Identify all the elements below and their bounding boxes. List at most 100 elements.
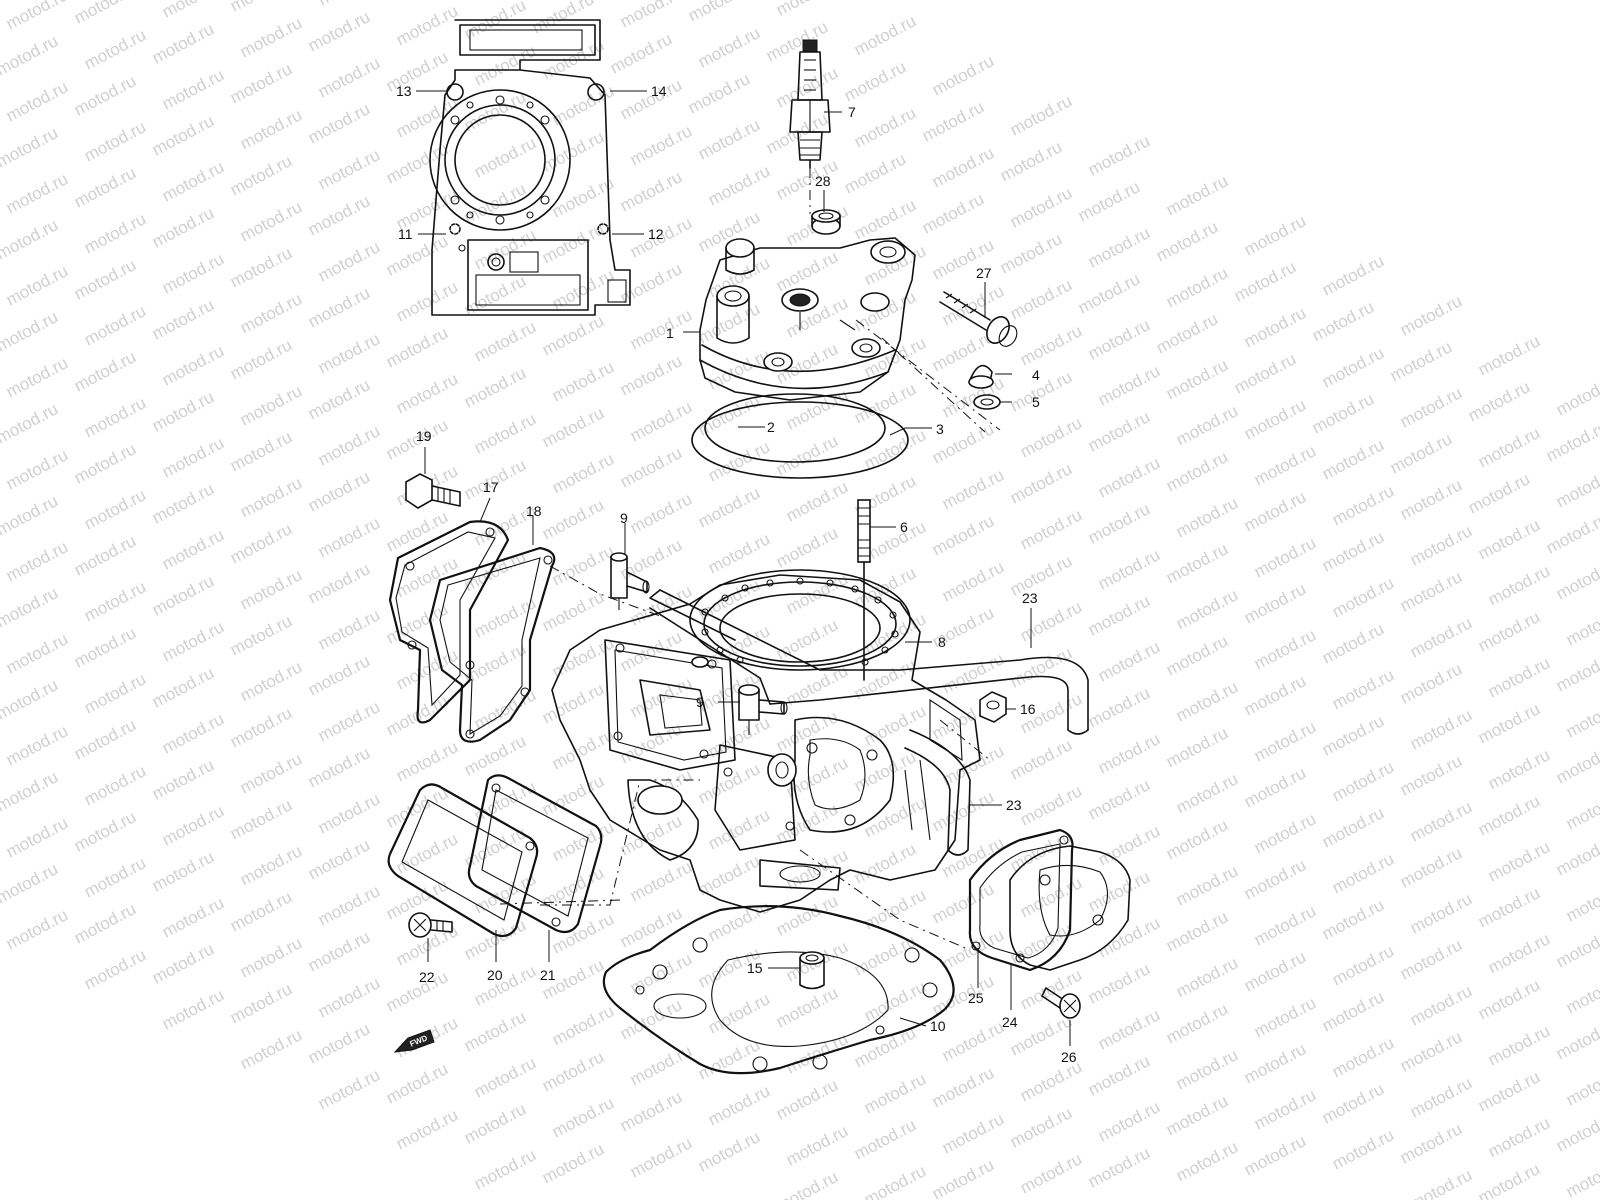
watermark-text: motod.ru <box>237 105 305 153</box>
watermark-text: motod.ru <box>627 489 695 537</box>
watermark-text: motod.ru <box>1085 591 1153 639</box>
fitting-upper <box>610 552 650 610</box>
watermark-text: motod.ru <box>71 807 139 855</box>
watermark-text: motod.ru <box>997 137 1065 185</box>
watermark-text: motod.ru <box>1007 183 1075 231</box>
watermark-text: motod.ru <box>393 369 461 417</box>
watermark-text: motod.ru <box>149 939 217 987</box>
exhaust-gasket <box>467 774 603 934</box>
watermark-text: motod.ru <box>1095 821 1163 869</box>
watermark-text: motod.ru <box>227 887 295 935</box>
watermark-text: motod.ru <box>315 1065 383 1113</box>
callout-14: 14 <box>651 83 667 99</box>
watermark-text: motod.ru <box>305 743 373 791</box>
watermark-text: motod.ru <box>783 385 851 433</box>
watermark-text: motod.ru <box>783 1121 851 1169</box>
watermark-text: motod.ru <box>3 353 71 401</box>
watermark-text: motod.ru <box>0 399 61 447</box>
leader-lines <box>416 90 1071 1046</box>
watermark-text: motod.ru <box>695 483 763 531</box>
watermark-text: motod.ru <box>1241 211 1309 259</box>
watermark-text: motod.ru <box>539 679 607 727</box>
watermark-text: motod.ru <box>1397 383 1465 431</box>
watermark-text: motod.ru <box>1407 797 1475 845</box>
valve-cover <box>1009 845 1131 971</box>
watermark-text: motod.ru <box>1553 647 1600 695</box>
watermark-text: motod.ru <box>149 387 217 435</box>
watermark-text: motod.ru <box>539 863 607 911</box>
watermark-text: motod.ru <box>1085 407 1153 455</box>
watermark-text: motod.ru <box>1475 607 1543 655</box>
watermark-text: motod.ru <box>695 23 763 71</box>
cylinder-top-view <box>429 19 631 316</box>
watermark-text: motod.ru <box>227 611 295 659</box>
watermark-text: motod.ru <box>471 317 539 365</box>
watermark-text: motod.ru <box>471 409 539 457</box>
watermark-text: motod.ru <box>71 71 139 119</box>
callout-16: 16 <box>1020 701 1036 717</box>
watermark-text: motod.ru <box>1329 757 1397 805</box>
dowel-pin <box>799 951 825 990</box>
watermark-text: motod.ru <box>81 945 149 993</box>
watermark-text: motod.ru <box>305 467 373 515</box>
valve-cover-bolt <box>1041 987 1081 1019</box>
watermark-text: motod.ru <box>1241 1039 1309 1087</box>
watermark-text: motod.ru <box>1241 763 1309 811</box>
watermark-text: motod.ru <box>705 897 773 945</box>
watermark-text: motod.ru <box>3 629 71 677</box>
watermark-text: motod.ru <box>383 323 451 371</box>
watermark-text: motod.ru <box>1241 947 1309 995</box>
watermark-text: motod.ru <box>783 477 851 525</box>
cover-bolt <box>405 473 461 509</box>
watermark-text: motod.ru <box>773 615 841 663</box>
callout-25: 25 <box>968 990 984 1006</box>
watermark-text: motod.ru <box>1319 435 1387 483</box>
callout-3: 3 <box>936 421 944 437</box>
cylinder <box>551 569 981 913</box>
watermark-text: motod.ru <box>939 465 1007 513</box>
watermark-text: motod.ru <box>1485 1021 1553 1069</box>
callout-13: 13 <box>396 83 412 99</box>
watermark-text: motod.ru <box>0 859 61 907</box>
watermark-text: motod.ru <box>471 225 539 273</box>
watermark-text: motod.ru <box>1329 573 1397 621</box>
watermark-text: motod.ru <box>1397 1027 1465 1075</box>
watermark-text: motod.ru <box>461 363 529 411</box>
watermark-text: motod.ru <box>315 881 383 929</box>
watermark-text: motod.ru <box>1163 171 1231 219</box>
watermark-text: motod.ru <box>159 433 227 481</box>
watermark-text: motod.ru <box>1007 459 1075 507</box>
watermark-text: motod.ru <box>1007 643 1075 691</box>
watermark-text: motod.ru <box>1017 505 1085 553</box>
watermark-text: motod.ru <box>1007 551 1075 599</box>
watermark-text: motod.ru <box>1251 625 1319 673</box>
watermark-text: motod.ru <box>1085 499 1153 547</box>
watermark-text: motod.ru <box>227 59 295 107</box>
watermark-text: motod.ru <box>1251 441 1319 489</box>
watermark-text: motod.ru <box>1095 637 1163 685</box>
watermark-text: motod.ru <box>71 623 139 671</box>
watermark-text: motod.ru <box>383 231 451 279</box>
watermark-text: motod.ru <box>1251 901 1319 949</box>
watermark-text: motod.ru <box>929 787 997 835</box>
watermark-text: motod.ru <box>617 0 685 32</box>
watermark-text: motod.ru <box>1319 527 1387 575</box>
watermark-text: motod.ru <box>939 1017 1007 1065</box>
watermark-text: motod.ru <box>383 967 451 1015</box>
callouts: 1 2 3 4 5 6 7 8 9 9 10 11 12 13 14 15 16… <box>396 83 1077 1065</box>
watermark-text: motod.ru <box>315 145 383 193</box>
watermark-text: motod.ru <box>237 749 305 797</box>
watermark-text: motod.ru <box>1085 775 1153 823</box>
watermark-text: motod.ru <box>1563 601 1600 649</box>
watermark-text: motod.ru <box>237 1025 305 1073</box>
watermark-text: motod.ru <box>695 115 763 163</box>
watermark-text: motod.ru <box>3 813 71 861</box>
watermark-text: motod.ru <box>471 1145 539 1193</box>
watermark-text: motod.ru <box>1017 873 1085 921</box>
watermark-text: motod.ru <box>81 209 149 257</box>
watermark-text: motod.ru <box>1475 975 1543 1023</box>
watermark-text: motod.ru <box>1553 923 1600 971</box>
watermark-text: motod.ru <box>159 709 227 757</box>
watermark-text: motod.ru <box>461 271 529 319</box>
